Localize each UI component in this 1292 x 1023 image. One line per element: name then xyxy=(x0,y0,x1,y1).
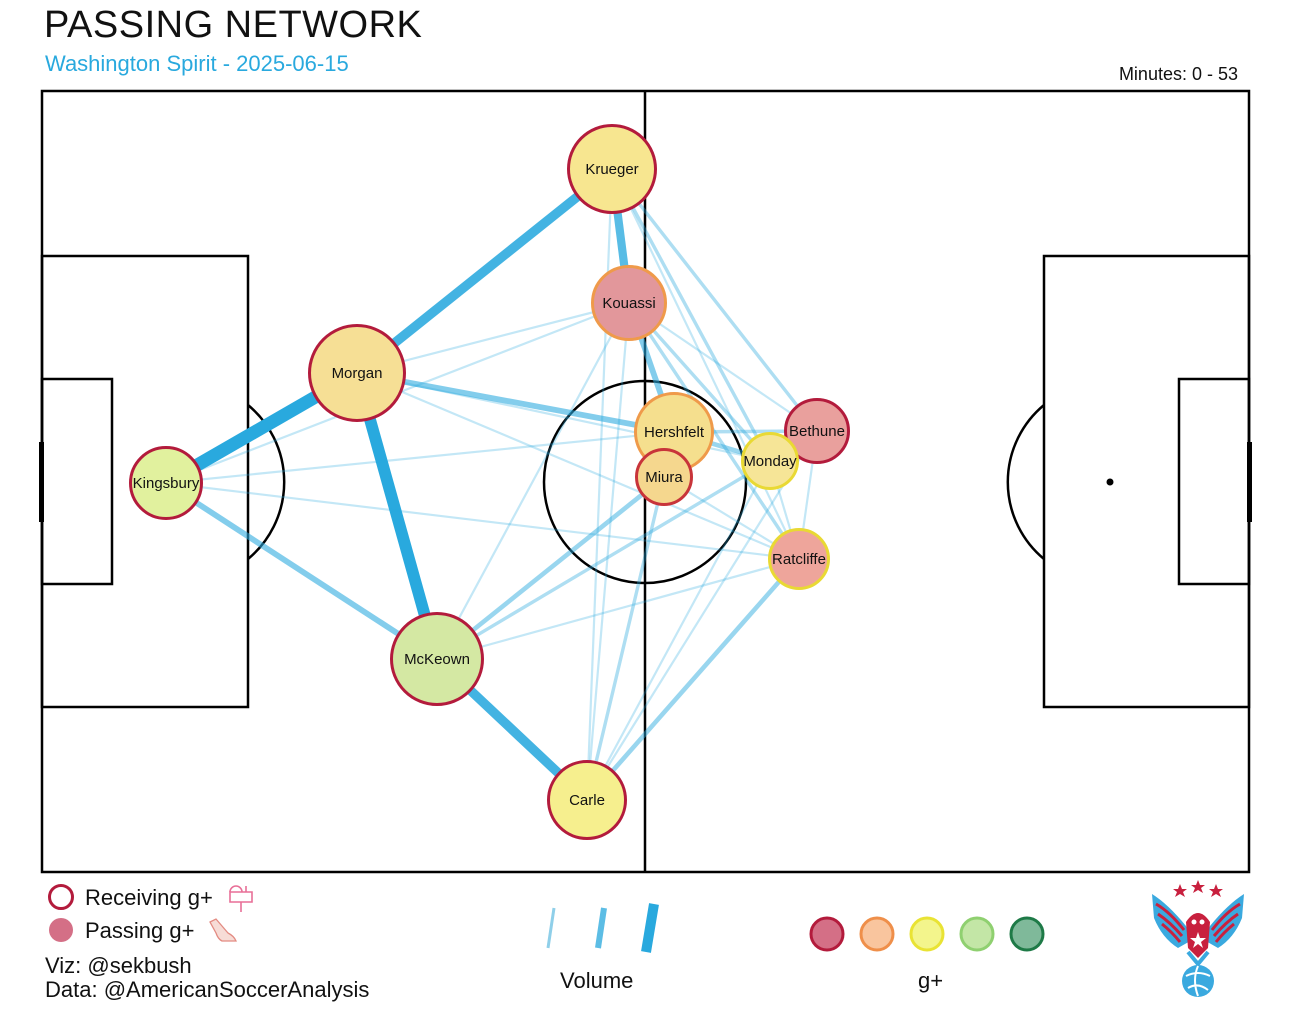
right-penalty-spot xyxy=(1106,478,1114,486)
pass-line-mckeown-kouassi xyxy=(436,302,630,660)
pass-line-kingsbury-ratcliffe xyxy=(165,481,800,561)
player-node-kingsbury: Kingsbury xyxy=(129,446,203,520)
mailbox-icon xyxy=(229,885,253,912)
pass-line-morgan-ratcliffe xyxy=(356,371,800,561)
volume-legend-label: Volume xyxy=(560,968,634,993)
player-name: Ratcliffe xyxy=(772,551,826,568)
player-name: Miura xyxy=(645,469,683,486)
player-node-kouassi: Kouassi xyxy=(591,265,667,341)
pass-line-kouassi-ratcliffe xyxy=(627,302,801,560)
pass-line-krueger-bethune xyxy=(610,167,819,433)
pass-line-morgan-mckeown xyxy=(351,371,443,661)
pass-line-krueger-monday xyxy=(610,168,772,462)
pass-line-carle-kouassi xyxy=(585,302,631,801)
left-six-yard-box xyxy=(40,377,114,586)
player-node-mckeown: McKeown xyxy=(390,612,484,706)
pass-line-kingsbury-hershfelt xyxy=(165,430,675,485)
receiving-ring-icon xyxy=(48,884,74,910)
player-circle xyxy=(129,446,203,520)
right-six-yard-box xyxy=(1177,377,1251,586)
center-circle xyxy=(542,379,748,585)
player-node-ratcliffe: Ratcliffe xyxy=(768,528,830,590)
left-goal xyxy=(39,442,44,522)
player-name: Morgan xyxy=(332,365,383,382)
gplus-scale-swatch-2 xyxy=(859,916,895,952)
volume-high-line xyxy=(641,903,659,953)
passing-fill-icon xyxy=(49,918,73,942)
player-node-morgan: Morgan xyxy=(308,324,406,422)
pass-line-kingsbury-mckeown xyxy=(164,480,439,662)
page-title: PASSING NETWORK xyxy=(44,4,423,46)
player-circle xyxy=(567,124,657,214)
player-circle xyxy=(591,265,667,341)
pass-line-mckeown-monday xyxy=(436,459,771,661)
player-node-monday: Monday xyxy=(741,432,799,490)
ring-fill-legend xyxy=(48,884,253,942)
page-subtitle: Washington Spirit - 2025-06-15 xyxy=(45,51,349,76)
player-name: Krueger xyxy=(585,161,638,178)
viz-credit: Viz: @sekbush xyxy=(45,953,192,978)
pass-line-morgan-krueger xyxy=(354,165,615,377)
player-node-bethune: Bethune xyxy=(784,398,850,464)
pass-line-carle-miura xyxy=(585,476,666,801)
player-name: Bethune xyxy=(789,423,845,440)
cleat-icon xyxy=(209,918,237,942)
player-name: Monday xyxy=(743,453,797,470)
player-name: Carle xyxy=(569,792,605,809)
passing-legend-label: Passing g+ xyxy=(85,918,195,943)
player-node-miura: Miura xyxy=(635,448,693,506)
player-node-krueger: Krueger xyxy=(567,124,657,214)
gplus-scale-swatch-1 xyxy=(809,916,845,952)
volume-legend xyxy=(546,903,659,953)
volume-low-line xyxy=(546,907,556,949)
pass-line-carle-ratcliffe xyxy=(585,557,801,802)
player-circle xyxy=(390,612,484,706)
gplus-scale-legend xyxy=(809,916,1045,952)
player-node-carle: Carle xyxy=(547,760,627,840)
pass-lines xyxy=(162,165,819,804)
player-name: Kouassi xyxy=(602,295,655,312)
player-circle xyxy=(635,448,693,506)
gplus-scale-swatch-5 xyxy=(1009,916,1045,952)
pass-line-mckeown-ratcliffe xyxy=(436,557,800,661)
player-name: Kingsbury xyxy=(133,475,200,492)
pitch-markings xyxy=(40,89,1251,874)
pass-line-krueger-ratcliffe xyxy=(611,168,800,560)
right-penalty-box xyxy=(1042,254,1251,709)
pass-line-carle-bethune xyxy=(586,430,818,801)
player-circle xyxy=(547,760,627,840)
player-name: Hershfelt xyxy=(644,424,705,441)
data-credit: Data: @AmericanSoccerAnalysis xyxy=(45,977,370,1002)
player-circle xyxy=(308,324,406,422)
minutes-range: Minutes: 0 - 53 xyxy=(1118,64,1238,84)
right-goal xyxy=(1247,442,1252,522)
pass-line-morgan-hershfelt xyxy=(356,370,675,435)
player-name: McKeown xyxy=(404,651,470,668)
player-circle xyxy=(768,528,830,590)
player-circle xyxy=(741,432,799,490)
gplus-legend-label: g+ xyxy=(918,968,944,993)
volume-mid-line xyxy=(595,907,607,949)
gplus-scale-swatch-4 xyxy=(959,916,995,952)
gplus-scale-swatch-3 xyxy=(909,916,945,952)
right-penalty-arc xyxy=(1006,404,1045,560)
pass-line-mckeown-miura xyxy=(435,475,666,661)
receiving-legend-label: Receiving g+ xyxy=(85,885,213,910)
pass-line-carle-monday xyxy=(586,460,771,801)
player-circle xyxy=(784,398,850,464)
eagle-crest-soccer-ball-icon xyxy=(1152,880,1244,997)
